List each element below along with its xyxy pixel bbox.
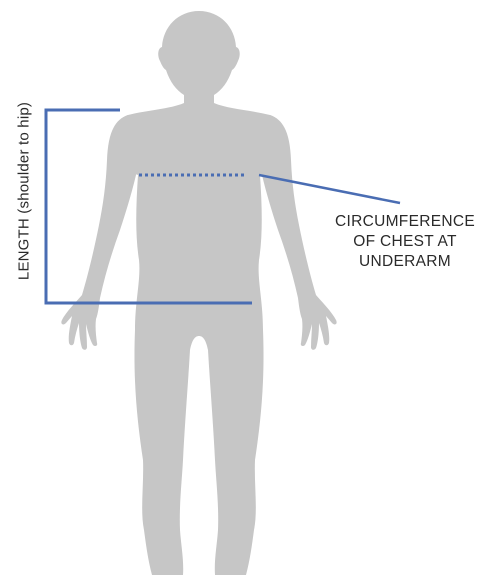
- silhouette-head: [158, 11, 239, 95]
- chest-label-line-2: OF CHEST AT: [314, 232, 496, 252]
- length-label: LENGTH (shoulder to hip): [16, 102, 33, 280]
- chest-circumference-label: CIRCUMFERENCE OF CHEST AT UNDERARM: [314, 212, 496, 272]
- chest-label-line-3: UNDERARM: [314, 252, 496, 272]
- chest-label-line-1: CIRCUMFERENCE: [314, 212, 496, 232]
- silhouette-left-arm: [61, 115, 136, 350]
